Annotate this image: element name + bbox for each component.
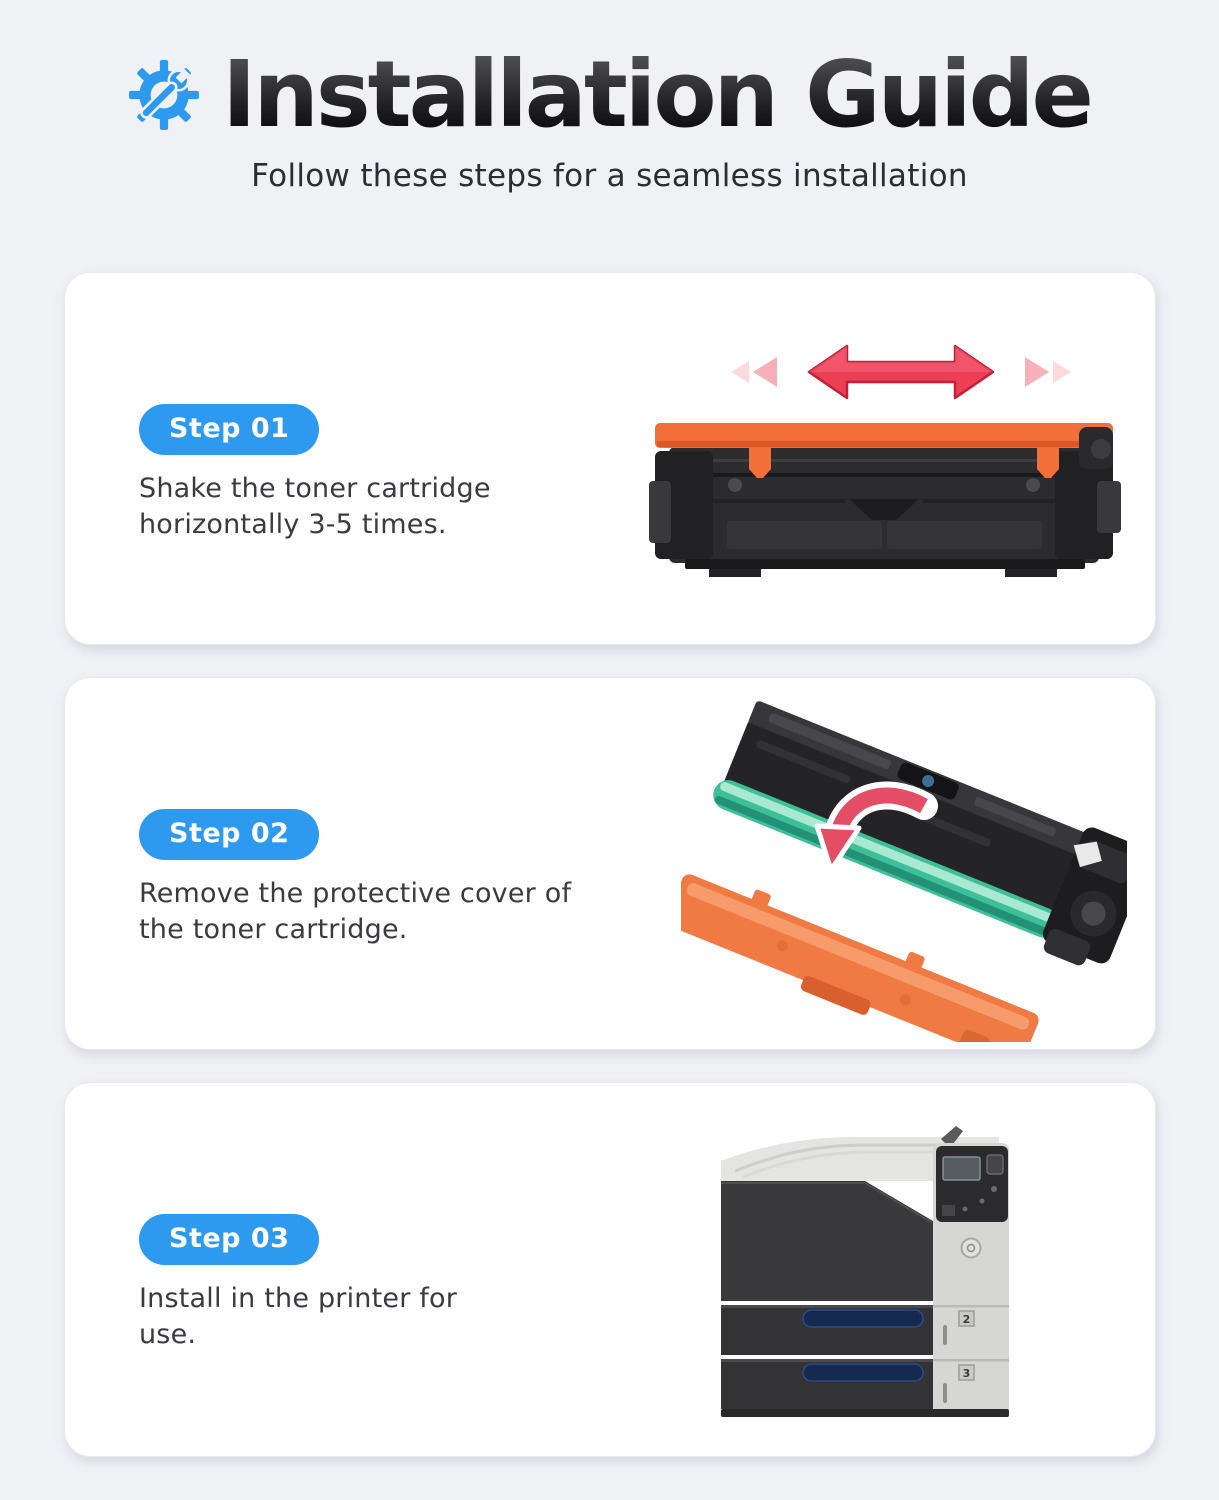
printer-tray-3: 3 — [721, 1359, 1009, 1409]
toner-cartridge-front — [649, 423, 1121, 577]
page-title: Installation Guide — [222, 41, 1094, 148]
toner-cartridge-cover-removal-image — [681, 686, 1127, 1042]
step-3-badge: Step 03 — [139, 1214, 320, 1265]
printer-image: 2 3 — [703, 1117, 1045, 1419]
step-card-1: Step 01 Shake the toner cartridge horizo… — [64, 272, 1156, 645]
toner-cartridge-angled — [713, 701, 1127, 966]
step-2-description: Remove the protective cover of the toner… — [139, 878, 572, 946]
curved-remove-arrow-icon — [814, 781, 938, 873]
protective-cover — [681, 874, 1039, 1042]
power-button-icon — [960, 1237, 982, 1259]
step-card-2: Step 02 Remove the protective cover of t… — [64, 677, 1156, 1050]
tray-2-label: 2 — [963, 1313, 971, 1326]
printer-front-door — [721, 1181, 933, 1301]
shake-double-arrow-icon — [731, 344, 1071, 400]
title-row: Installation Guide — [0, 42, 1219, 148]
tray-3-label: 3 — [963, 1367, 971, 1380]
toner-cartridge-shake-image — [649, 331, 1121, 593]
step-2-badge: Step 02 — [139, 809, 320, 860]
printer-top-housing — [721, 1126, 999, 1181]
step-card-3: Step 03 Install in the printer for use. — [64, 1082, 1156, 1457]
page-subtitle: Follow these steps for a seamless instal… — [251, 157, 968, 194]
printer-tray-2: 2 — [721, 1305, 1009, 1355]
step-1-description: Shake the toner cartridge horizontally 3… — [139, 473, 491, 541]
header: Installation Guide Follow these steps fo… — [0, 0, 1219, 194]
step-1-badge: Step 01 — [139, 404, 320, 455]
gear-wrench-icon — [128, 59, 200, 131]
step-3-description: Install in the printer for use. — [139, 1283, 458, 1351]
